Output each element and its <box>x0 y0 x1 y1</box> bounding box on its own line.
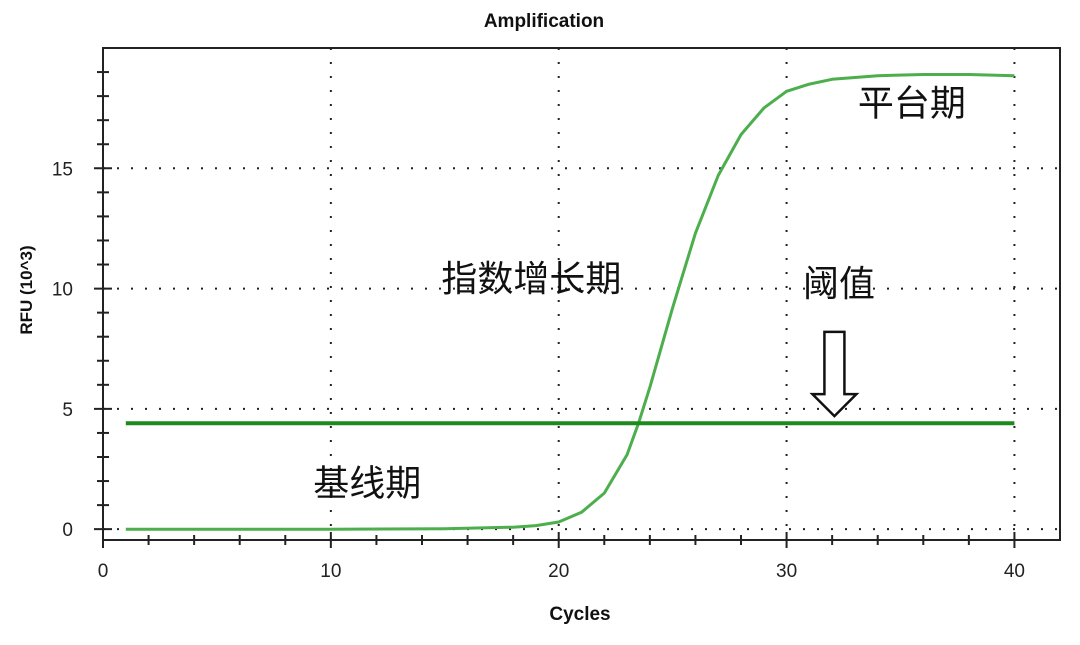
x-tick-label: 0 <box>98 561 109 582</box>
down-arrow-icon <box>809 330 860 418</box>
plot-frame <box>102 47 1061 541</box>
y-tick-label: 5 <box>62 400 73 421</box>
x-tick-label: 20 <box>548 561 569 582</box>
x-tick-label: 40 <box>1004 561 1025 582</box>
annotation-label: 基线期 <box>313 463 421 504</box>
x-axis-label: Cycles <box>549 604 610 625</box>
y-tick-label: 15 <box>52 159 73 180</box>
axis-ticks: 0 10 20 30 40 0 5 10 15 <box>52 71 1025 582</box>
amplification-curve-line <box>125 73 1015 531</box>
x-tick-label: 10 <box>320 561 341 582</box>
chart-title: Amplification <box>484 11 604 32</box>
x-tick-label: 30 <box>776 561 797 582</box>
y-axis-label: RFU (10^3) <box>17 245 36 334</box>
annotation-label: 阈值 <box>803 264 875 305</box>
y-tick-label: 0 <box>62 520 73 541</box>
annotation-label: 指数增长期 <box>441 259 621 300</box>
series-layer <box>125 73 1015 531</box>
annotation-label: 平台期 <box>858 83 966 124</box>
y-tick-label: 10 <box>52 280 73 301</box>
